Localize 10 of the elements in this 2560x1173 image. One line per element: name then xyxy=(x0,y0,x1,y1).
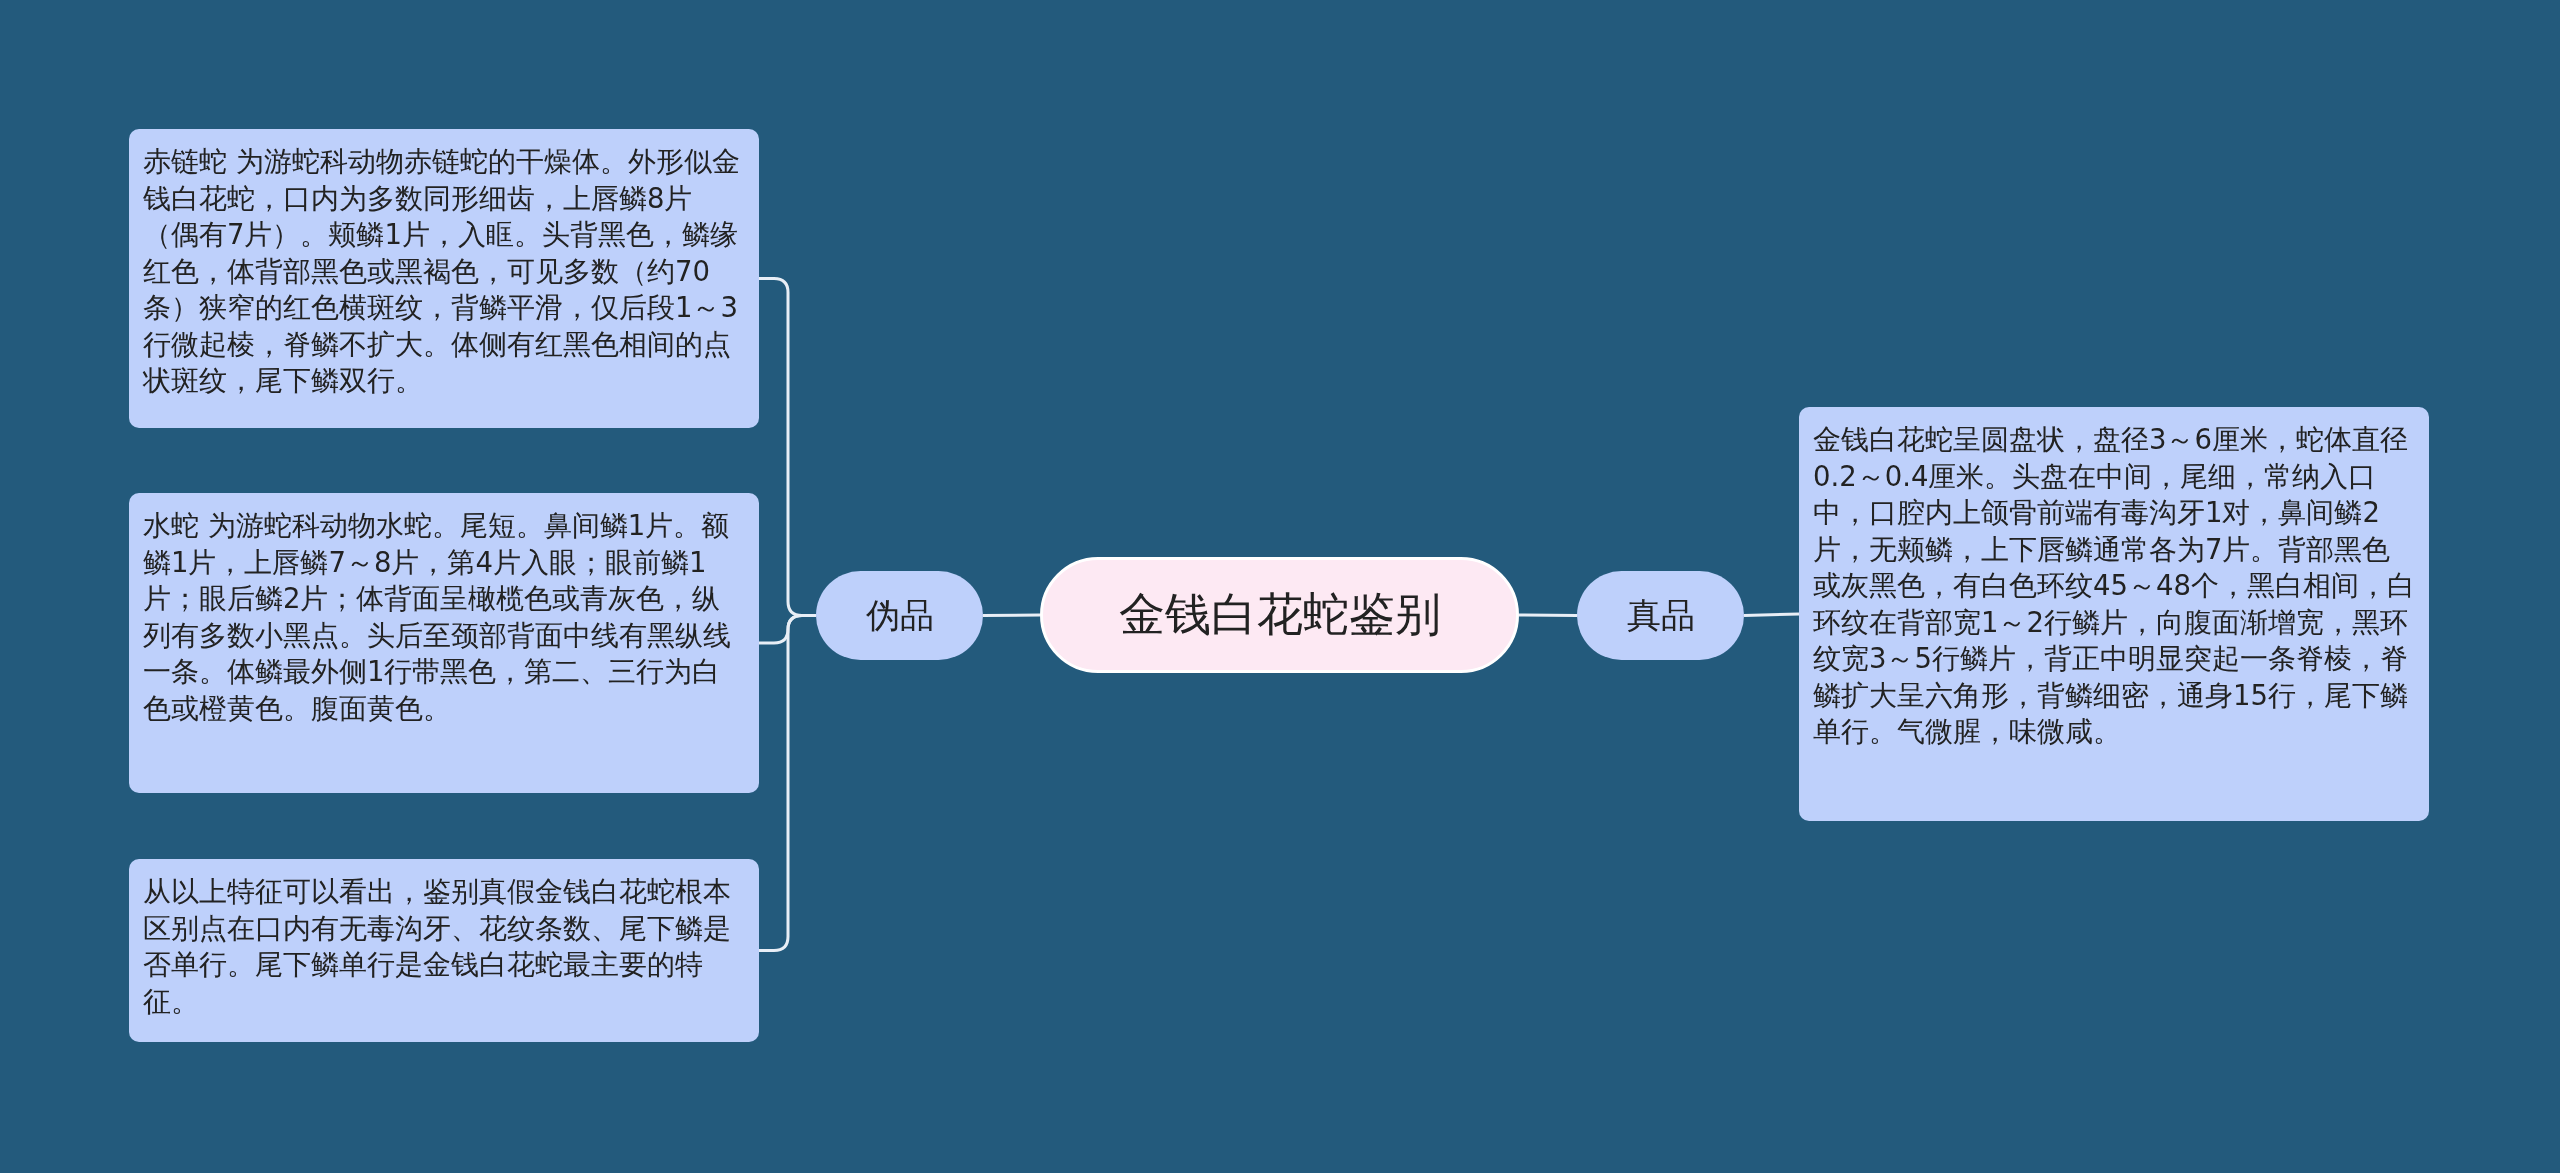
connector-line xyxy=(983,613,1040,617)
branch-box: 真品 xyxy=(1577,571,1744,660)
text-box: 从以上特征可以看出，鉴别真假金钱白花蛇根本区别点在口内有无毒沟牙、花纹条数、尾下鳞是否单行。尾下鳞单行是金钱白花蛇最主要的特征。 xyxy=(129,859,759,1042)
text-box: 金钱白花蛇呈圆盘状，盘径3～6厘米，蛇体直径0.2～0.4厘米。头盘在中间，尾细，常纳入口中，口腔内上颌骨前端有毒沟牙1对，鼻间鳞2片，无颊鳞，上下唇鳞通常各为7片。背部黑色或灰黑色，有白色环纹45～48个，黑白相间，白环纹在背部宽1～2行鳞片，向腹面渐增宽，黑环纹宽3～5行鳞片，背正中明显突起一条脊棱，脊鳞扩大呈六角形，背鳞细密，通身15行，尾下鳞单行。气微腥，味微咸。 xyxy=(1799,407,2429,821)
branch-box: 伪品 xyxy=(816,571,983,660)
text-box: 赤链蛇 为游蛇科动物赤链蛇的干燥体。外形似金钱白花蛇，口内为多数同形细齿，上唇鳞8片（偶有7片）。颊鳞1片，入眶。头背黑色，鳞缘红色，体背部黑色或黑褐色，可见多数（约70条）狭窄的红色横斑纹，背鳞平滑，仅后段1～3行微起棱，脊鳞不扩大。体侧有红黑色相间的点状斑纹，尾下鳞双行。 xyxy=(129,129,759,428)
topic-box: 金钱白花蛇鉴别 xyxy=(1040,557,1519,673)
connector-line xyxy=(1519,613,1577,617)
connector-line xyxy=(1743,612,1800,617)
text-box: 水蛇 为游蛇科动物水蛇。尾短。鼻间鳞1片。额鳞1片，上唇鳞7～8片，第4片入眼；眼前鳞1片；眼后鳞2片；体背面呈橄榄色或青灰色，纵列有多数小黑点。头后至颈部背面中线有黑纵线一条。体鳞最外侧1行带黑色，第二、三行为白色或橙黄色。腹面黄色。 xyxy=(129,493,759,793)
